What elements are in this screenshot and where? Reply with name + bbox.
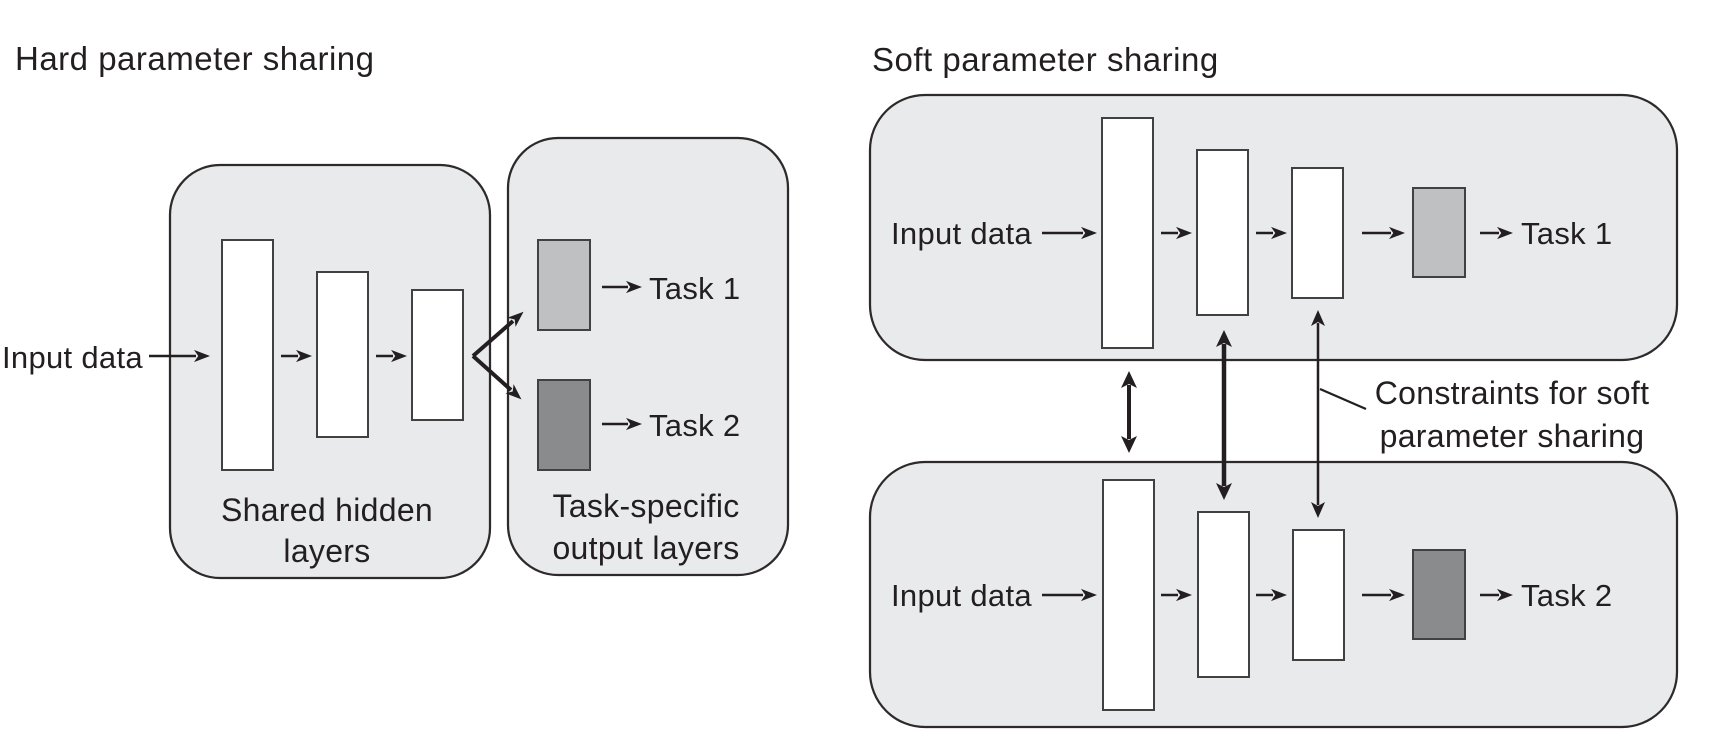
soft-top-layer-1 xyxy=(1101,117,1154,349)
hard-parameter-sharing-section: Hard parameter sharing Input data Task 1… xyxy=(2,40,790,580)
constraint-label-line2: parameter sharing xyxy=(1380,418,1645,454)
soft-top-input-data-label: Input data xyxy=(891,216,1032,251)
hard-output-caption-line1: Task-specific xyxy=(552,488,739,524)
soft-top-network: Input data Task 1 xyxy=(891,117,1612,349)
soft-bottom-network: Input data Task 2 xyxy=(891,479,1612,711)
constraint-arrow-layer2 xyxy=(1216,330,1232,500)
hard-task2-output-layer xyxy=(537,379,591,471)
soft-top-layer-2 xyxy=(1196,149,1249,316)
constraint-callout-line xyxy=(1319,387,1367,411)
soft-task2-label: Task 2 xyxy=(1521,578,1612,613)
constraint-arrow-layer3-up-head xyxy=(1311,310,1325,326)
constraint-label-line1: Constraints for soft xyxy=(1375,375,1650,411)
hard-branch-to-task1-arrow xyxy=(471,311,524,358)
soft-constraint-arrows xyxy=(1121,310,1325,518)
hard-section-title: Hard parameter sharing xyxy=(15,40,375,77)
soft-bottom-layer-1 xyxy=(1102,479,1155,711)
hard-task1-label: Task 1 xyxy=(649,271,740,306)
soft-bottom-task2-output-layer xyxy=(1412,549,1466,640)
soft-top-task1-output-layer xyxy=(1412,187,1466,278)
soft-parameter-sharing-section: Soft parameter sharing Input data Task 1… xyxy=(868,41,1679,729)
hard-branch-to-task2-arrow xyxy=(471,354,522,400)
constraint-arrow-layer1-down-head xyxy=(1121,436,1137,453)
soft-bottom-input-data-label: Input data xyxy=(891,578,1032,613)
soft-task1-label: Task 1 xyxy=(1521,216,1612,251)
soft-bottom-layer-3 xyxy=(1292,529,1345,661)
soft-top-layer-3 xyxy=(1291,167,1344,299)
hard-input-data-label: Input data xyxy=(2,340,143,375)
hard-task2-label: Task 2 xyxy=(649,408,740,443)
constraint-arrow-layer2-up-head xyxy=(1216,330,1232,347)
hard-task1-output-layer xyxy=(537,239,591,331)
soft-bottom-layer-2 xyxy=(1197,511,1250,678)
hard-hidden-layer-1 xyxy=(221,239,274,471)
hard-hidden-layer-2 xyxy=(316,271,369,438)
constraint-arrow-layer1 xyxy=(1121,371,1137,453)
hard-hidden-layer-3 xyxy=(411,289,464,421)
hard-output-caption-line2: output layers xyxy=(552,530,739,566)
soft-section-title: Soft parameter sharing xyxy=(872,41,1219,78)
constraint-arrow-layer2-down-head xyxy=(1216,483,1232,500)
hard-shared-caption-line2: layers xyxy=(283,533,370,569)
constraint-arrow-layer3-down-head xyxy=(1311,502,1325,518)
hard-shared-caption-line1: Shared hidden xyxy=(221,492,433,528)
constraint-arrow-layer3 xyxy=(1311,310,1325,518)
constraint-arrow-layer1-up-head xyxy=(1121,371,1137,388)
